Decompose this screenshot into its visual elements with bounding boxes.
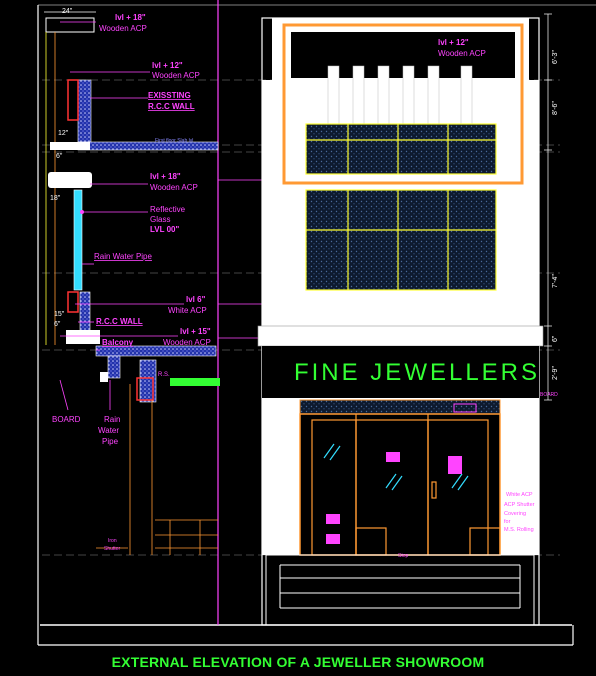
label-existing: EXISSTING [148,91,191,100]
label-glass: Glass [150,215,170,224]
label-note-4: for [504,519,511,525]
label-step: Step [398,553,409,559]
label-lvl18-top: lvl + 18" [115,13,146,22]
label-glass-lvl: LVL 00" [150,225,179,234]
label-wooden-acp-3: Wooden ACP [150,183,198,192]
section-labels: lvl + 18" Wooden ACP lvl + 12" Wooden AC… [52,13,211,552]
svg-text:7'-4": 7'-4" [552,274,559,288]
label-wooden-acp-1: Wooden ACP [99,24,147,33]
label-wooden-acp-4: Wooden ACP [163,338,211,347]
signboard-text: FINE JEWELLERS [294,359,540,386]
label-note-2: ACP Shutter [504,502,535,508]
annotation-leaders [59,21,284,411]
steps [265,554,535,626]
svg-text:6": 6" [54,321,61,328]
label-rs: R.S. [158,372,170,378]
facade-labels: lvl + 12" Wooden ACP BOARD White ACP ACP… [398,38,558,559]
drawing-border [37,4,596,646]
label-board-small: BOARD [540,392,558,398]
label-rain: Rain [104,415,120,424]
label-facade-wooden-acp: Wooden ACP [438,49,486,58]
drawing-title: EXTERNAL ELEVATION OF A JEWELLER SHOWROO… [111,654,485,670]
label-rcc-wall: R.C.C WALL [148,102,195,111]
label-lvl6: lvl 6" [186,295,206,304]
svg-text:18": 18" [50,195,61,202]
label-lvl15: lvl + 15" [180,327,211,336]
label-slab: First floor Slab lvl [155,138,193,144]
label-facade-lvl12: lvl + 12" [438,38,469,47]
label-pipe: Pipe [102,437,119,446]
right-dimensions: 6'-3" 8'-6" 7'-4" 6" 2'-9" [544,13,559,401]
label-note-5: M.S. Rolling [504,527,534,533]
label-water: Water [98,426,119,435]
svg-text:6": 6" [56,153,63,160]
dim-top: 24" [62,8,73,15]
left-dimensions: 12" 6" 6" 18" 15" 6" [50,130,69,328]
svg-text:15": 15" [54,311,65,318]
label-lvl18-mid: lvl + 18" [150,172,181,181]
label-iron: Iron [108,538,117,544]
svg-text:12": 12" [58,130,69,137]
label-rcc-wall-2: R.C.C WALL [96,317,143,326]
svg-text:6'-3": 6'-3" [552,50,559,64]
label-lvl12: lvl + 12" [152,61,183,70]
svg-text:8'-6": 8'-6" [552,101,559,115]
label-balcony: Balcony [102,338,134,347]
label-rain-water-pipe: Rain Water Pipe [94,252,153,261]
svg-text:2'-9": 2'-9" [552,366,559,380]
label-white-acp: White ACP [168,306,207,315]
label-board: BOARD [52,415,81,424]
section-view: 24" [44,8,220,555]
label-note-3: Covering [504,511,526,517]
svg-text:6": 6" [56,142,63,149]
label-shutter: Shutter [104,546,120,552]
label-note-1: White ACP [506,492,533,498]
label-wooden-acp-2: Wooden ACP [152,71,200,80]
label-reflective: Reflective [150,205,186,214]
facade [257,17,544,626]
svg-text:6": 6" [552,335,559,342]
